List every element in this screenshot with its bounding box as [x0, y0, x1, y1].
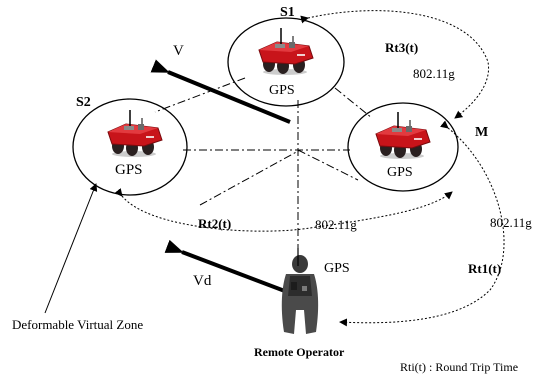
rt1-label: Rt1(t) [468, 261, 502, 276]
rtt-legend: Rti(t) : Round Trip Time [400, 360, 519, 374]
mobile-robot-icon [258, 27, 314, 76]
zone-pointer-arrow [44, 183, 98, 314]
link-s1-s2 [154, 77, 246, 113]
rt3-label: Rt3(t) [385, 40, 419, 55]
wifi-label-mid: 802.11g [315, 217, 357, 232]
mobile-robot-icon [107, 109, 163, 158]
person-icon [281, 248, 319, 334]
s1-node-label: S1 [280, 5, 295, 20]
mobile-robot-icon [375, 111, 431, 160]
rt3-arrow [300, 10, 490, 119]
link-center-s2 [199, 149, 301, 206]
operator-caption: Remote Operator [254, 345, 345, 359]
velocity-vd-arrow [164, 239, 291, 295]
m-gps-label: GPS [387, 165, 413, 180]
rt2-arrow [114, 188, 453, 232]
velocity-v-label: V [173, 43, 184, 59]
zone-caption: Deformable Virtual Zone [12, 317, 144, 332]
wifi-label-top: 802.11g [413, 66, 455, 81]
operator-gps-label: GPS [324, 261, 350, 276]
velocity-vd-label: Vd [193, 273, 212, 289]
s2-node-label: S2 [76, 95, 91, 110]
s2-gps-label: GPS [115, 162, 143, 178]
velocity-v-arrow [150, 59, 291, 124]
wifi-label-right: 802.11g [490, 215, 532, 230]
rt1-arrow [339, 120, 505, 327]
rt2-label: Rt2(t) [198, 216, 232, 231]
m-node-label: M [475, 125, 489, 140]
s1-gps-label: GPS [269, 83, 295, 98]
